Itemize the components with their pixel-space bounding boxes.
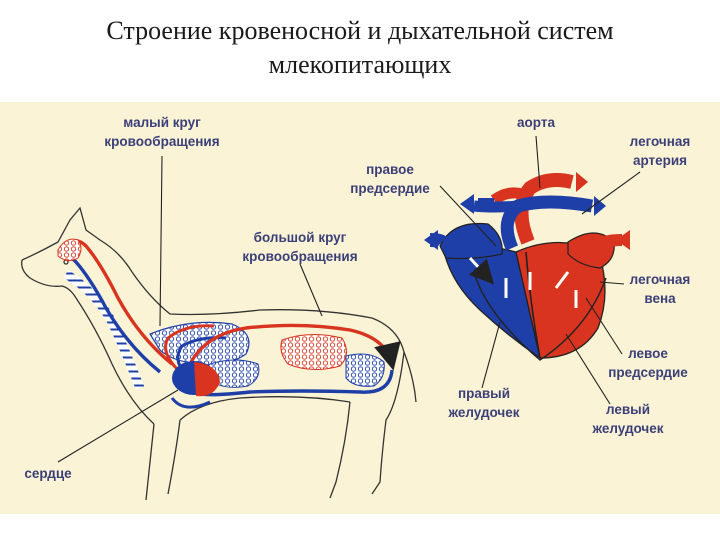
leader-big-circle xyxy=(299,263,323,317)
leader-pulm-artery xyxy=(581,171,641,215)
vena-cava-vessel xyxy=(197,369,394,397)
label-big-circle-2: кровообращения xyxy=(242,249,357,264)
label-left-atrium-1: левое xyxy=(628,346,668,361)
label-right-ventricle-2: желудочек xyxy=(447,405,519,420)
leader-left-ventricle xyxy=(565,333,611,405)
dog-silhouette xyxy=(21,206,417,501)
title-line-1: Строение кровеносной и дыхательной систе… xyxy=(106,16,614,45)
leader-right-ventricle xyxy=(481,321,501,389)
label-pulm-artery-2: артерия xyxy=(633,153,687,168)
leader-small-circle xyxy=(159,155,163,327)
leader-aorta xyxy=(535,135,541,189)
label-right-atrium-1: правое xyxy=(366,162,414,177)
pulmonary-vessel-red xyxy=(164,324,215,372)
label-right-atrium-2: предсердие xyxy=(350,181,430,196)
leader-heart xyxy=(57,389,179,463)
label-left-atrium-2: предсердие xyxy=(608,365,688,380)
label-pulm-artery-1: легочная xyxy=(630,134,691,149)
large-heart xyxy=(424,172,630,361)
label-heart: сердце xyxy=(24,466,72,481)
leader-pulm-vein xyxy=(599,281,625,285)
label-right-ventricle-1: правый xyxy=(458,386,510,401)
label-small-circle-1: малый круг xyxy=(123,115,201,130)
title-line-2: млекопитающих xyxy=(268,50,452,79)
organ-capillaries-1 xyxy=(280,334,347,370)
organ-capillaries-3 xyxy=(345,353,385,387)
label-left-ventricle-2: желудочек xyxy=(591,421,663,436)
label-pulm-vein-2: вена xyxy=(644,291,676,306)
aorta-vessel xyxy=(188,323,401,371)
label-pulm-vein-1: легочная xyxy=(630,272,691,287)
circulation-diagram: малый круг кровообращения большой круг к… xyxy=(0,102,720,514)
label-small-circle-2: кровообращения xyxy=(104,134,219,149)
label-big-circle-1: большой круг xyxy=(254,230,347,245)
leader-right-atrium xyxy=(439,185,497,247)
trachea xyxy=(63,270,145,390)
dog-heart xyxy=(170,361,220,409)
label-aorta: аорта xyxy=(517,115,555,130)
head-capillaries xyxy=(57,238,82,262)
diagram-panel: малый круг кровообращения большой круг к… xyxy=(0,102,720,514)
leader-left-atrium xyxy=(585,297,623,355)
slide-title: Строение кровеносной и дыхательной систе… xyxy=(0,14,720,82)
label-left-ventricle-1: левый xyxy=(606,402,650,417)
